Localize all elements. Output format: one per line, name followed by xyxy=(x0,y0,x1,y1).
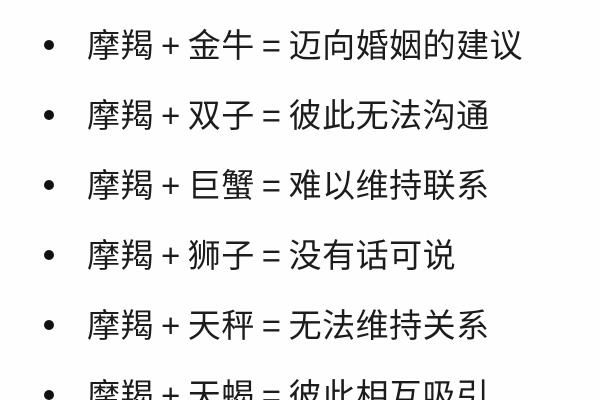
plus-operator: + xyxy=(161,236,181,274)
list-item-text: 摩羯+狮子=没有话可说 xyxy=(87,239,456,272)
bullet-icon xyxy=(44,320,54,330)
bullet-icon xyxy=(44,180,54,190)
result-label: 难以维持联系 xyxy=(288,166,490,204)
result-label: 彼此无法沟通 xyxy=(288,96,490,134)
list-item: 摩羯+白羊=没办法长久在一起 xyxy=(0,0,600,10)
plus-operator: + xyxy=(161,376,181,400)
bullet-icon xyxy=(44,390,54,400)
list-item: 摩羯 +天蝎=彼此相互吸引 xyxy=(0,360,600,400)
plus-operator: + xyxy=(161,26,181,64)
plus-operator: + xyxy=(161,96,181,134)
sign-b-label: 巨蟹 xyxy=(187,166,255,204)
sign-b-label: 金牛 xyxy=(187,26,255,64)
sign-a-label: 摩羯 xyxy=(87,306,154,344)
bullet-icon xyxy=(44,250,54,260)
bullet-icon xyxy=(44,110,54,120)
sign-a-label: 摩羯 xyxy=(87,166,154,204)
sign-a-label: 摩羯 xyxy=(87,376,154,400)
list-item: 摩羯+双子=彼此无法沟通 xyxy=(0,80,600,150)
list-item: 摩羯+天秤=无法维持关系 xyxy=(0,290,600,360)
equals-operator: = xyxy=(261,26,282,64)
list-item-text: 摩羯+金牛=迈向婚姻的建议 xyxy=(87,29,523,62)
result-label: 没有话可说 xyxy=(288,236,457,274)
sign-a-label: 摩羯 xyxy=(87,236,154,274)
sign-b-label: 狮子 xyxy=(187,236,255,274)
equals-operator: = xyxy=(261,306,282,344)
result-label: 彼此相互吸引 xyxy=(288,376,490,400)
sign-b-label: 天秤 xyxy=(187,306,255,344)
sign-b-label: 双子 xyxy=(187,96,255,134)
sign-a-label: 摩羯 xyxy=(87,26,154,64)
list-item-text: 摩羯+巨蟹=难以维持联系 xyxy=(87,169,490,202)
sign-b-label: 天蝎 xyxy=(187,376,255,400)
list-item-text: 摩羯+天秤=无法维持关系 xyxy=(87,309,490,342)
equals-operator: = xyxy=(261,236,282,274)
equals-operator: = xyxy=(261,376,282,400)
list-item: 摩羯+狮子=没有话可说 xyxy=(0,220,600,290)
result-label: 无法维持关系 xyxy=(288,306,490,344)
plus-operator: + xyxy=(161,166,181,204)
bullet-icon xyxy=(44,40,54,50)
plus-operator: + xyxy=(161,306,181,344)
list-item-text: 摩羯+双子=彼此无法沟通 xyxy=(87,99,490,132)
equals-operator: = xyxy=(261,96,282,134)
sign-a-label: 摩羯 xyxy=(87,96,154,134)
list-item: 摩羯+金牛=迈向婚姻的建议 xyxy=(0,10,600,80)
equals-operator: = xyxy=(261,166,282,204)
list-item-text: 摩羯 +天蝎=彼此相互吸引 xyxy=(87,379,490,400)
list-item: 摩羯+巨蟹=难以维持联系 xyxy=(0,150,600,220)
result-label: 迈向婚姻的建议 xyxy=(288,26,524,64)
